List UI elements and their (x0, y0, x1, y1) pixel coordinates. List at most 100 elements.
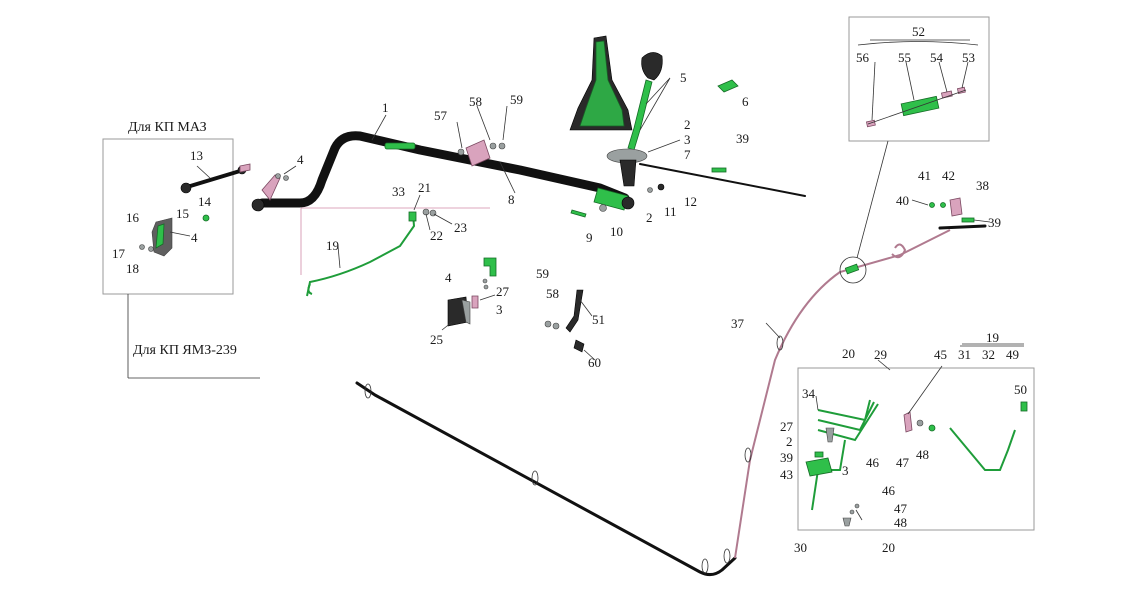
label-32: 32 (982, 347, 995, 362)
label-58a: 58 (469, 94, 482, 109)
label-27b: 27 (780, 419, 794, 434)
label-42: 42 (942, 168, 955, 183)
washer-42 (940, 202, 946, 208)
label-11: 11 (664, 204, 677, 219)
label-14: 14 (198, 194, 212, 209)
label-47b: 47 (894, 501, 908, 516)
label-13: 13 (190, 148, 203, 163)
lever-fork (619, 159, 637, 187)
fitting-33 (408, 211, 417, 222)
washer-4c-2 (483, 284, 489, 290)
rod-to-right (639, 163, 806, 197)
part-45-47 (903, 411, 913, 433)
lever-16-green (155, 223, 165, 249)
part-6-plate (717, 79, 739, 93)
label-25: 25 (430, 332, 443, 347)
left-joint (251, 198, 265, 212)
label-60: 60 (588, 355, 601, 370)
washer-59 (498, 142, 506, 150)
rod-clamp-1 (364, 383, 372, 399)
fitting-50 (1020, 401, 1028, 412)
label-2b: 2 (646, 210, 653, 225)
label-45: 45 (934, 347, 947, 362)
lower-long-rod (355, 381, 737, 577)
flex-cable (734, 229, 951, 559)
label-27a: 27 (496, 284, 510, 299)
tag-39-right (961, 217, 975, 223)
detail-pointer (856, 140, 889, 259)
bolt-57 (457, 148, 465, 156)
label-54: 54 (930, 50, 944, 65)
fitting-32 (928, 424, 936, 432)
label-39c: 39 (780, 450, 793, 465)
bolt-4a (275, 173, 281, 179)
label-22: 22 (430, 228, 443, 243)
shift-rod-main (257, 131, 630, 208)
label-20a: 20 (842, 346, 855, 361)
frame-maz (102, 138, 234, 295)
label-3b: 3 (496, 302, 503, 317)
label-56: 56 (856, 50, 870, 65)
fitting-31 (916, 419, 924, 427)
bolt-27b (825, 427, 835, 443)
tube-19 (306, 213, 416, 297)
label-53: 53 (962, 50, 975, 65)
washer-2 (647, 187, 653, 193)
label-30: 30 (794, 540, 807, 555)
detail-52-axis (867, 89, 967, 125)
label-5: 5 (680, 70, 687, 85)
label-9: 9 (586, 230, 593, 245)
label-6: 6 (742, 94, 749, 109)
rod-clamp-2 (531, 470, 539, 486)
washer-58 (489, 142, 497, 150)
bolt-4a-2 (283, 175, 289, 181)
washer-59b (544, 320, 552, 328)
plate-43 (805, 457, 833, 477)
rod-39-right (938, 224, 987, 230)
label-7: 7 (684, 147, 691, 162)
label-38: 38 (976, 178, 989, 193)
frame-detail-52 (848, 16, 990, 142)
label-48a: 48 (916, 447, 929, 462)
label-18: 18 (126, 261, 139, 276)
label-49: 49 (1006, 347, 1019, 362)
shift-knob (641, 52, 663, 81)
caption-maz: Для КП МАЗ (128, 120, 207, 135)
label-8: 8 (508, 192, 515, 207)
part-54 (941, 90, 953, 99)
label-50: 50 (1014, 382, 1027, 397)
tube-19-loop (307, 283, 313, 295)
washer-18 (148, 246, 154, 252)
lever-25-face (461, 299, 471, 325)
washer-58b (552, 322, 560, 330)
rod-end-joint (621, 196, 635, 210)
label-58b: 58 (546, 286, 559, 301)
label-15: 15 (176, 206, 189, 221)
shift-boot-green (579, 40, 625, 127)
label-19b: 19 (986, 330, 999, 345)
washer-21b (429, 209, 437, 217)
label-33: 33 (392, 184, 405, 199)
bolt-60 (573, 339, 585, 353)
label-41: 41 (918, 168, 931, 183)
frame-detail-right (797, 367, 1035, 531)
label-59a: 59 (510, 92, 523, 107)
left-lever-bracket (261, 174, 281, 201)
label-3c: 3 (842, 463, 849, 478)
label-31: 31 (958, 347, 971, 362)
leader-lines (169, 61, 1024, 521)
pin-9 (570, 209, 587, 218)
caption-yamz: Для КП ЯМЗ-239 (133, 343, 237, 358)
rod-clamp-4 (723, 548, 731, 564)
washer-4c (482, 278, 488, 284)
label-37: 37 (731, 316, 745, 331)
label-48b: 48 (894, 515, 907, 530)
label-39b: 39 (988, 215, 1001, 230)
bracket-52 (857, 41, 979, 46)
label-2c: 2 (786, 434, 793, 449)
flex-cable-loop (891, 243, 907, 259)
washer-17 (139, 244, 145, 250)
label-43: 43 (780, 467, 793, 482)
label-34: 34 (802, 386, 816, 401)
